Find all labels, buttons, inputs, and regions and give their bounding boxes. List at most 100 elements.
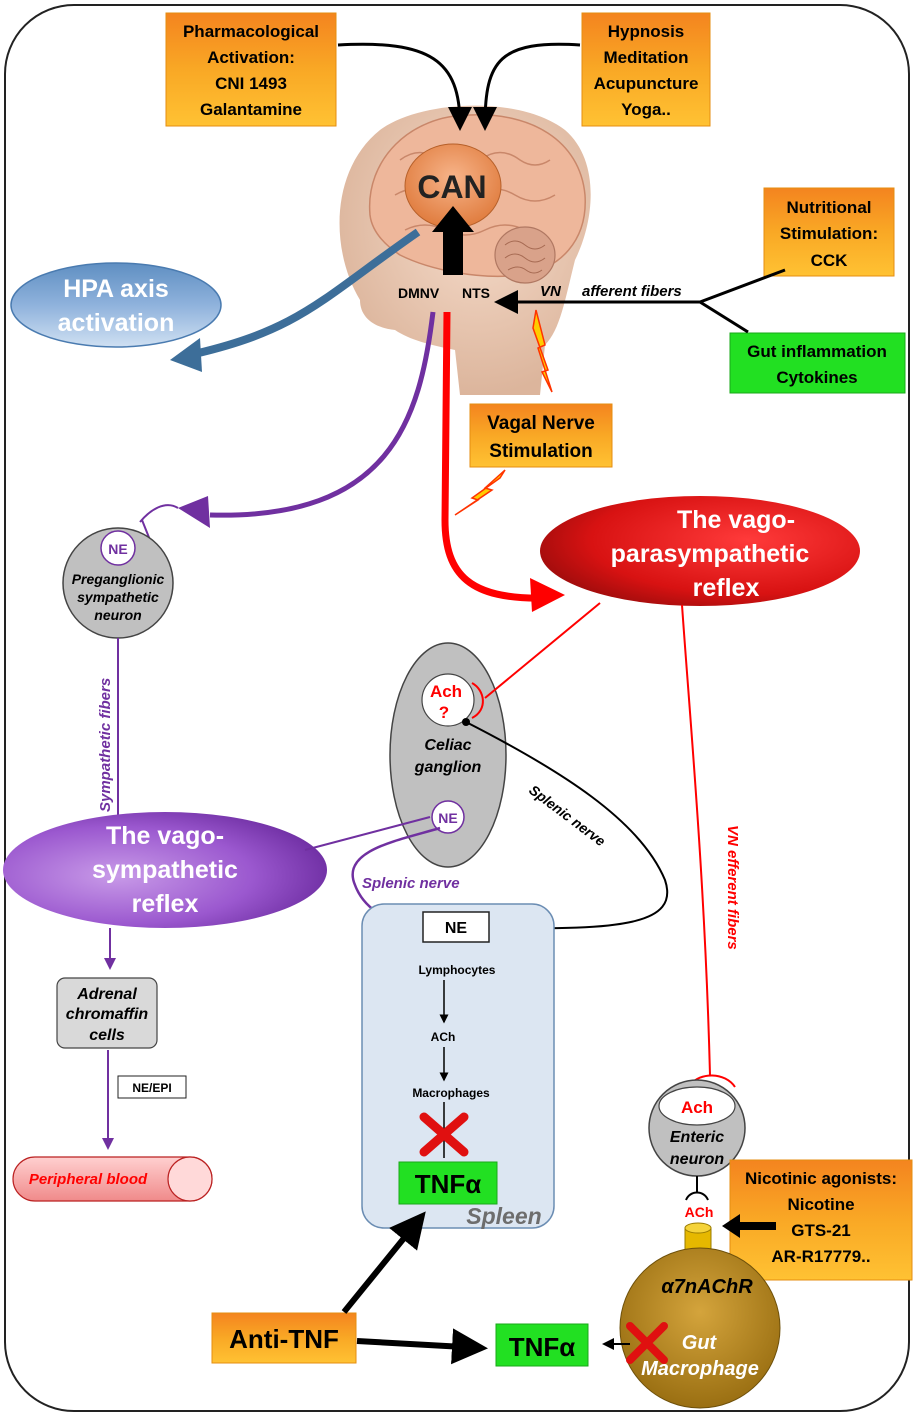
svg-text:Preganglionic: Preganglionic <box>72 571 165 587</box>
svg-text:Pharmacological: Pharmacological <box>183 22 319 41</box>
splenic-nerve-purple-label: Splenic nerve <box>362 875 460 892</box>
lightning-bolt-lower <box>454 469 506 516</box>
svg-text:The vago-: The vago- <box>106 822 224 850</box>
svg-text:Acupuncture: Acupuncture <box>594 74 699 93</box>
spleen-box <box>361 903 555 1229</box>
svg-text:GTS-21: GTS-21 <box>791 1221 851 1240</box>
peripheral-blood-vessel: Peripheral blood <box>12 1156 213 1202</box>
adrenal-label-2: chromaffin <box>66 1006 149 1023</box>
svg-text:The vago-: The vago- <box>677 506 795 534</box>
dmnv-label: DMNV <box>398 285 440 301</box>
svg-text:?: ? <box>439 703 449 722</box>
spleen-lymphocytes: Lymphocytes <box>419 963 496 977</box>
svg-text:Nicotine: Nicotine <box>787 1195 854 1214</box>
svg-text:reflex: reflex <box>693 574 760 602</box>
svg-text:neuron: neuron <box>94 607 141 623</box>
svg-text:Nicotinic agonists:: Nicotinic agonists: <box>745 1169 897 1188</box>
svg-text:sympathetic: sympathetic <box>92 856 238 884</box>
parasympathetic-to-celiac-line <box>484 602 601 699</box>
svg-text:Gut inflammation: Gut inflammation <box>747 342 887 361</box>
vago-parasympathetic-reflex <box>540 496 860 606</box>
tnf-spleen-label: TNFα <box>415 1169 482 1199</box>
receptor-ach-label: ACh <box>685 1204 714 1220</box>
vn-label: VN <box>540 283 562 300</box>
svg-text:Hypnosis: Hypnosis <box>608 22 685 41</box>
svg-text:Ach: Ach <box>430 682 462 701</box>
svg-text:reflex: reflex <box>132 890 199 918</box>
vagal-efferent-red-path <box>441 311 546 602</box>
hpa-label-2: activation <box>58 309 175 337</box>
vago-sympathetic-purple-path <box>209 311 436 518</box>
splenic-nerve-origin-dot <box>462 718 470 726</box>
enteric-to-receptor-synapse <box>685 1176 709 1201</box>
ne-epi-box <box>117 1075 187 1099</box>
gut-inflammation-box: Gut inflammation Cytokines <box>729 332 906 394</box>
hpa-label-1: HPA axis <box>63 275 169 303</box>
spleen-ne-box <box>422 911 490 943</box>
adrenal-label-3: cells <box>89 1027 125 1044</box>
tnf-gut-box <box>495 1323 589 1367</box>
anti-tnf-box <box>211 1312 357 1364</box>
svg-text:AR-R17779..: AR-R17779.. <box>771 1247 870 1266</box>
brainstem-to-can-arrow <box>432 206 474 275</box>
svg-text:Celiac: Celiac <box>424 737 471 754</box>
sympathetic-to-celiac-line <box>304 816 431 851</box>
pharma-to-can-arrow <box>337 42 472 131</box>
receptor-label: α7nAChR <box>661 1276 753 1298</box>
preganglionic-neuron: NE Preganglionic sympathetic neuron <box>62 504 179 639</box>
svg-text:Stimulation:: Stimulation: <box>780 224 878 243</box>
svg-text:NE: NE <box>108 541 127 557</box>
gut-to-afferent-line <box>699 300 749 334</box>
svg-text:sympathetic: sympathetic <box>77 589 159 605</box>
sympathetic-fibers-label: Sympathetic fibers <box>97 678 114 812</box>
nutritional-box: Nutritional Stimulation: CCK <box>763 187 895 277</box>
svg-text:Galantamine: Galantamine <box>200 100 302 119</box>
anti-tnf-label: Anti-TNF <box>229 1324 339 1354</box>
pharmacological-box: Pharmacological Activation: CNI 1493 Gal… <box>165 12 337 127</box>
svg-text:CCK: CCK <box>811 251 849 270</box>
svg-text:Activation:: Activation: <box>207 48 295 67</box>
splenic-nerve-black-path <box>465 721 669 930</box>
lightning-bolt-upper <box>532 309 553 393</box>
svg-text:Ach: Ach <box>681 1098 713 1117</box>
vago-sympathetic-reflex <box>3 812 327 928</box>
spleen-title: Spleen <box>466 1203 541 1229</box>
anti-tnf-to-gut-arrow <box>356 1328 488 1365</box>
hpa-ellipse <box>10 262 222 348</box>
splenic-nerve-black-label: Splenic nerve <box>526 782 609 850</box>
tnf-spleen-box <box>398 1161 498 1205</box>
diagram-frame <box>4 4 910 1412</box>
gut-macrophage-label-2: Macrophage <box>641 1358 759 1380</box>
hpa-arrowhead <box>170 338 202 372</box>
hpa-arrow <box>189 228 421 359</box>
afferent-fibers-label: afferent fibers <box>582 283 682 300</box>
gut-inhibition-x-icon <box>626 1322 668 1364</box>
adrenal-label-1: Adrenal <box>76 986 137 1003</box>
vns-box: Vagal Nerve Stimulation <box>469 403 613 468</box>
vn-efferent-label: VN efferent fibers <box>724 825 741 950</box>
can-label: CAN <box>417 169 486 205</box>
svg-text:NE: NE <box>438 810 457 826</box>
tnf-gut-label: TNFα <box>509 1332 576 1362</box>
svg-text:CNI 1493: CNI 1493 <box>215 74 287 93</box>
peripheral-blood-label: Peripheral blood <box>29 1171 148 1188</box>
nts-label: NTS <box>462 285 490 301</box>
spleen-inhibition-x-icon <box>419 1112 469 1157</box>
spleen-ne-label: NE <box>445 920 468 937</box>
adrenal-box <box>56 977 158 1049</box>
nicotinic-agonists-box: Nicotinic agonists: Nicotine GTS-21 AR-R… <box>729 1159 913 1281</box>
spleen-ach: ACh <box>431 1030 456 1044</box>
svg-text:parasympathetic: parasympathetic <box>611 540 810 568</box>
nicotinic-arrow <box>722 1214 776 1238</box>
celiac-ganglion: Ach ? Celiac ganglion NE <box>389 642 507 868</box>
svg-text:Yoga..: Yoga.. <box>621 100 671 119</box>
vagal-efferent-arrowhead <box>530 578 565 612</box>
mind-to-can-arrow <box>473 42 581 131</box>
enteric-neuron: Ach Enteric neuron <box>648 1074 746 1177</box>
svg-text:Meditation: Meditation <box>604 48 689 67</box>
svg-text:Vagal Nerve: Vagal Nerve <box>487 413 595 434</box>
svg-text:Nutritional: Nutritional <box>787 198 872 217</box>
gut-macrophage <box>619 1247 781 1409</box>
gut-macrophage-label-1: Gut <box>682 1332 718 1354</box>
